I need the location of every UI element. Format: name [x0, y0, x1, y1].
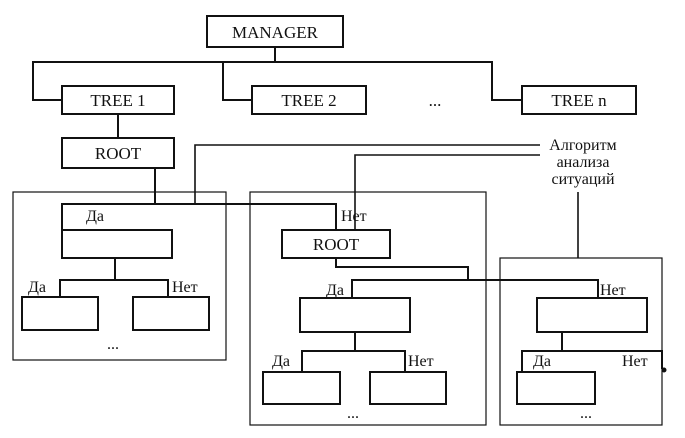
branch-no-label: Нет — [341, 208, 367, 225]
more-ellipsis: ... — [580, 405, 592, 422]
subtree-frames — [12, 191, 663, 426]
leaf-box — [369, 371, 447, 405]
subtree-frame-middle — [249, 191, 487, 426]
node-box — [536, 297, 648, 333]
leaf-box — [21, 296, 99, 331]
connector-left-yes — [59, 257, 116, 298]
root-2-box — [281, 229, 391, 259]
algorithm-line-1 — [194, 144, 540, 204]
connector-manager-tree-n — [274, 61, 523, 101]
root-label: ROOT — [95, 144, 142, 163]
connector-root-yes — [61, 167, 156, 231]
branch-yes-label: Да — [28, 279, 46, 296]
connector-manager-tree-1 — [32, 46, 276, 101]
connector-root2-no — [467, 279, 599, 299]
manager-label: MANAGER — [232, 23, 319, 42]
more-ellipsis: ... — [347, 405, 359, 422]
tree-n-label: TREE n — [551, 91, 607, 110]
connector-manager-tree-2 — [222, 61, 253, 101]
top-level: MANAGER TREE 1 TREE 2 ... TREE n ROOT — [61, 15, 637, 169]
algorithm-label-line-2: анализа — [557, 154, 610, 171]
algorithm-label-line-1: Алгоритм — [549, 137, 616, 154]
subtree-middle: Нет ROOT Да Да Нет ... — [262, 208, 447, 422]
tree-2-box — [251, 85, 367, 115]
node-box — [299, 297, 411, 333]
connector-right-yes — [521, 331, 563, 373]
leaf-box — [132, 296, 210, 331]
connector-middle-no — [354, 350, 406, 373]
subtree-frame-left — [12, 191, 227, 361]
connector-root-no — [154, 203, 337, 231]
manager-box — [206, 15, 344, 48]
trees-ellipsis: ... — [429, 91, 442, 110]
branch-no-label: Нет — [172, 279, 198, 296]
branch-no-label: Нет — [600, 282, 626, 299]
subtree-left: Да Да Нет ... — [21, 208, 210, 353]
tree-1-label: TREE 1 — [90, 91, 145, 110]
algorithm-line-2 — [354, 154, 540, 230]
connector-left-no — [114, 279, 169, 298]
leaf-box — [516, 371, 596, 405]
leaf-box — [262, 371, 341, 405]
branch-no-label: Нет — [408, 353, 434, 370]
algorithm-label: Алгоритм анализа ситуаций — [549, 137, 616, 188]
continuation-dot — [661, 367, 667, 373]
subtree-frame-right — [499, 257, 663, 426]
subtree-right: Нет Да Нет ... — [516, 282, 648, 422]
branch-yes-label: Да — [86, 208, 104, 225]
node-box — [61, 229, 173, 259]
more-ellipsis: ... — [107, 336, 119, 353]
tree-1-box — [61, 85, 175, 115]
algorithm-label-line-3: ситуаций — [551, 171, 614, 188]
connector-root2-yes — [335, 257, 469, 299]
branch-no-label: Нет — [622, 353, 648, 370]
branch-yes-label: Да — [326, 282, 344, 299]
branch-yes-label: Да — [533, 353, 551, 370]
branch-yes-label: Да — [272, 353, 290, 370]
root-box — [61, 137, 175, 169]
connector-middle-yes — [301, 331, 356, 373]
tree-n-box — [521, 85, 637, 115]
root-2-label: ROOT — [313, 235, 360, 254]
tree-2-label: TREE 2 — [281, 91, 336, 110]
